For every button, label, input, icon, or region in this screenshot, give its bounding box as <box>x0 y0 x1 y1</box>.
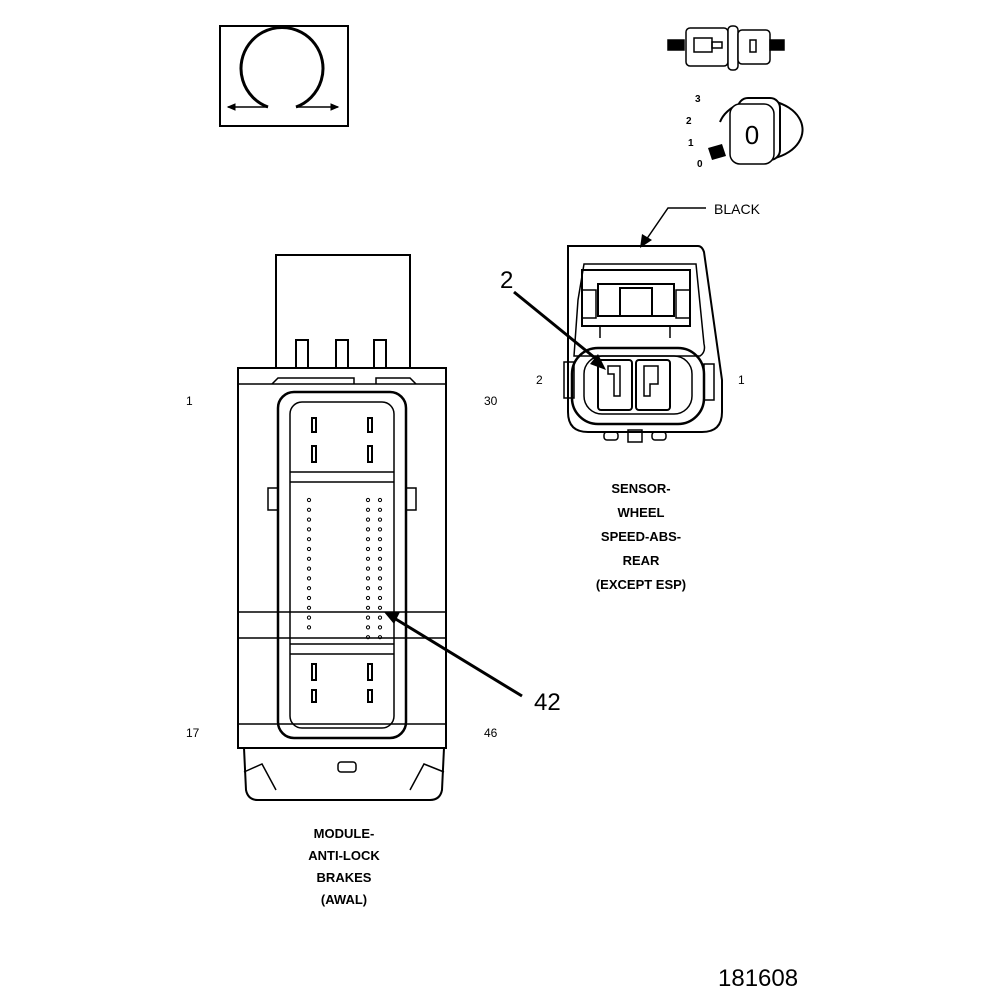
caption-line: SENSOR- <box>611 481 670 496</box>
module-connector-face <box>237 254 447 801</box>
pin-cavity <box>365 576 371 581</box>
pin-cavity <box>377 635 383 640</box>
caption-line: (EXCEPT ESP) <box>596 577 686 592</box>
module-caption: MODULE- ANTI-LOCK BRAKES (AWAL) <box>308 826 380 907</box>
caption-line: MODULE- <box>314 826 375 841</box>
module-pin-label-17: 17 <box>186 726 200 740</box>
lock-symbol-text: 0 <box>745 120 759 150</box>
pin-cavity <box>365 615 371 620</box>
sensor-pin-label-left: 2 <box>536 373 543 387</box>
module-callout-number: 42 <box>534 689 561 716</box>
pin-cavity <box>377 595 383 601</box>
pin-cavity <box>377 546 383 552</box>
pin-cavity <box>306 566 312 571</box>
pin-cavity <box>377 537 383 542</box>
position-lock-icon: 0 <box>708 97 804 165</box>
pin-cavity <box>365 605 371 610</box>
pin-cavity <box>377 615 383 620</box>
caption-line: REAR <box>623 553 660 568</box>
pin-cavity <box>306 605 312 610</box>
pin-cavity <box>377 527 383 532</box>
position-scale-label: 2 <box>686 116 692 127</box>
pin-cavity <box>377 605 383 610</box>
position-scale-label: 0 <box>697 159 703 170</box>
connector-color-label: BLACK <box>714 201 761 217</box>
module-pin-label-1: 1 <box>186 394 193 408</box>
caption-line: ANTI-LOCK <box>308 848 380 863</box>
pin-cavity <box>306 586 312 591</box>
pin-cavity <box>365 507 371 512</box>
pin-cavity <box>306 595 312 601</box>
mating-connector-icon <box>667 25 785 71</box>
pin-cavity <box>306 615 312 620</box>
caption-line: BRAKES <box>317 870 372 885</box>
color-leader <box>640 207 706 248</box>
pin-cavity <box>377 576 383 581</box>
position-scale-label: 3 <box>695 94 701 105</box>
sensor-callout-number: 2 <box>500 267 513 294</box>
pin-cavity <box>377 556 383 561</box>
pin-cavity <box>365 537 371 542</box>
pin-cavity <box>365 635 371 640</box>
pin-cavity <box>306 576 312 581</box>
pin-cavity <box>365 586 371 591</box>
caption-line: WHEEL <box>618 505 665 520</box>
figure-number: 181608 <box>718 965 798 992</box>
position-scale: 3 2 1 0 <box>686 94 703 170</box>
pin-cavity <box>306 537 312 542</box>
pin-cavity <box>377 586 383 591</box>
module-pin-label-46: 46 <box>484 726 498 740</box>
sensor-connector-face <box>563 245 723 443</box>
pin-cavity <box>365 625 371 630</box>
caption-line: SPEED-ABS- <box>601 529 681 544</box>
pin-cavity <box>365 497 371 503</box>
pin-cavity <box>306 497 312 503</box>
pin-cavity <box>306 556 312 561</box>
pin-cavity <box>365 517 371 522</box>
pin-cavity <box>306 625 312 630</box>
pin-cavity <box>306 527 312 532</box>
caption-line: (AWAL) <box>321 892 367 907</box>
pin-cavity <box>377 507 383 512</box>
pin-callout-arrow <box>384 612 523 698</box>
pin-cavity <box>306 507 312 512</box>
sensor-caption: SENSOR- WHEEL SPEED-ABS- REAR (EXCEPT ES… <box>596 481 686 592</box>
pin-cavity <box>306 546 312 552</box>
pin-cavity <box>377 566 383 571</box>
position-scale-label: 1 <box>688 138 694 149</box>
pin-cavity <box>377 497 383 503</box>
pin-cavity <box>306 517 312 522</box>
rotation-view-symbol-icon <box>219 25 349 127</box>
pin-cavity <box>365 527 371 532</box>
pin-cavity <box>365 556 371 561</box>
pin-callout-arrow <box>513 290 606 370</box>
module-pin-field <box>306 497 383 640</box>
module-pin-label-30: 30 <box>484 394 498 408</box>
sensor-pin-label-right: 1 <box>738 373 745 387</box>
pin-cavity <box>377 625 383 630</box>
pin-cavity <box>377 517 383 522</box>
pin-cavity <box>365 546 371 552</box>
pin-cavity <box>365 595 371 601</box>
pin-cavity <box>365 566 371 571</box>
